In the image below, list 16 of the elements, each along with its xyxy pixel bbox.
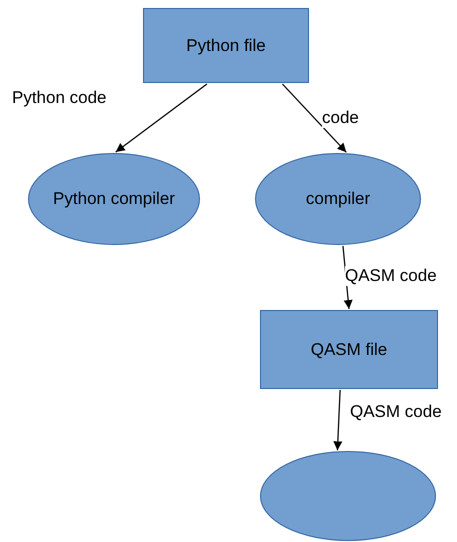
edge-label: QASM code (350, 402, 442, 422)
process-box (143, 8, 309, 83)
process-ellipse (260, 451, 436, 541)
process-ellipse (255, 153, 421, 245)
node-label: QASM file (310, 340, 388, 360)
node-label: compiler (306, 189, 370, 209)
edge-label: QASM code (345, 266, 437, 286)
node-label: Python compiler (53, 189, 175, 209)
arrow (115, 84, 208, 152)
arrow (333, 390, 342, 450)
process-box (260, 310, 438, 389)
edge-label: Python code (12, 88, 107, 108)
node-label: Python file (186, 36, 266, 56)
process-ellipse (28, 153, 200, 245)
arrow (282, 84, 347, 153)
edge-label: code (322, 108, 359, 128)
